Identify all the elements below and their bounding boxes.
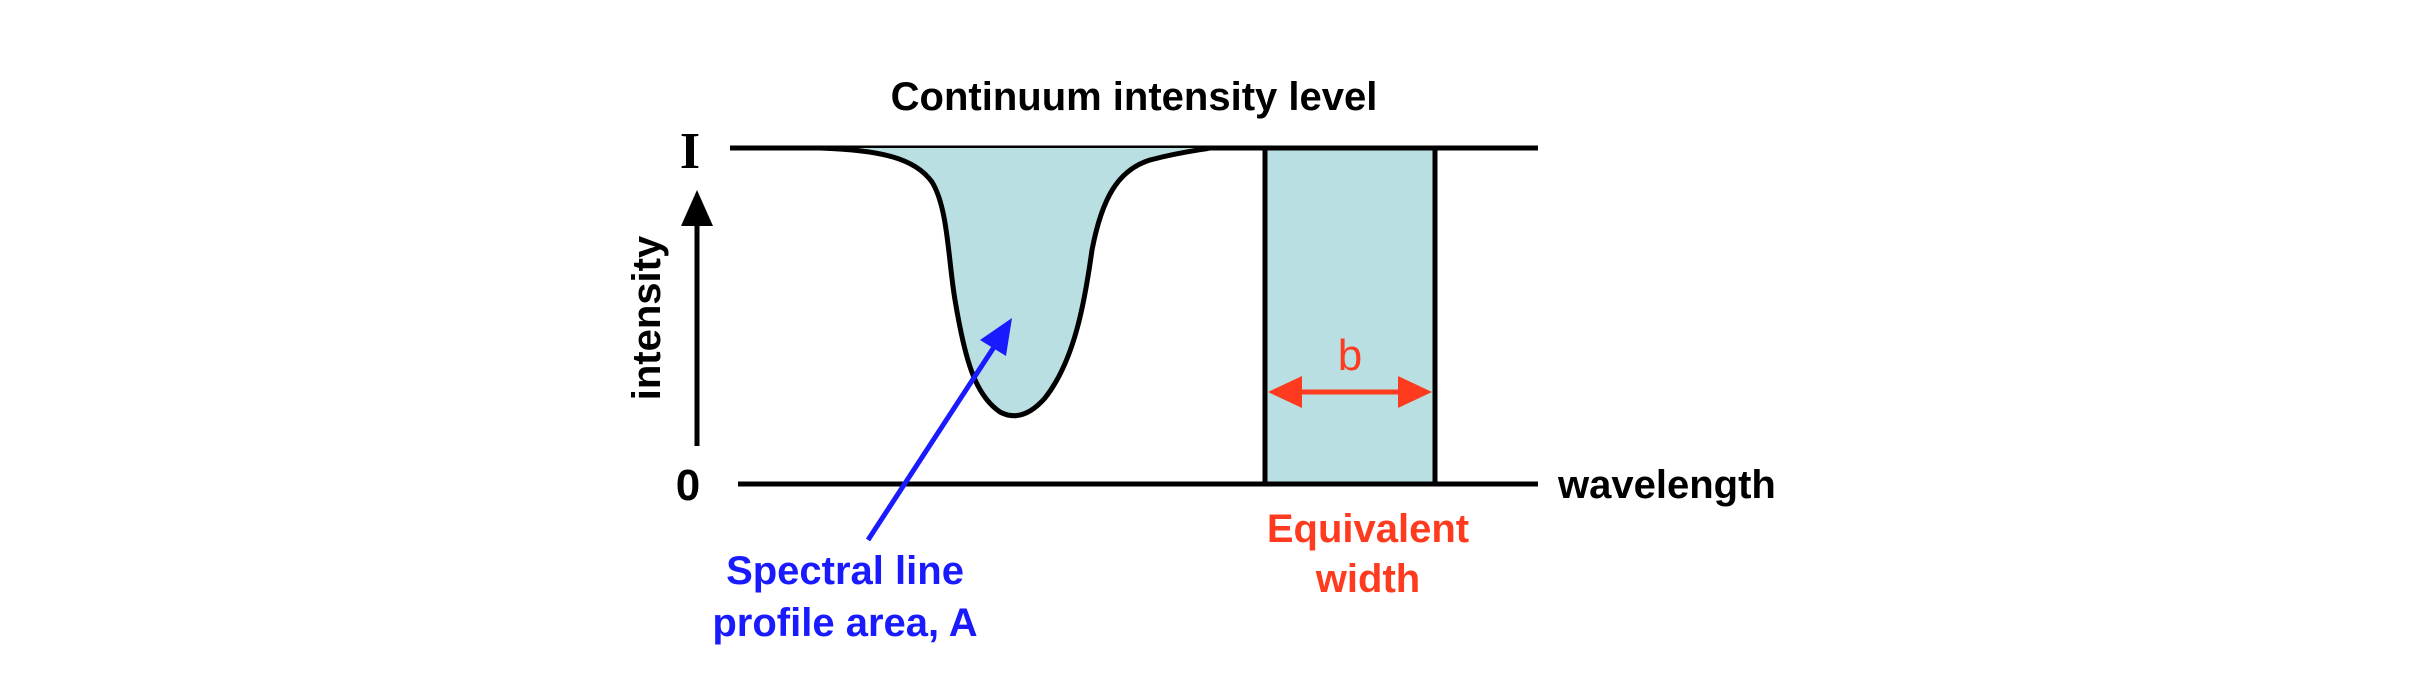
profile-area-label-line1: Spectral line [726,549,964,593]
spectral-line-profile-outline [819,145,1211,419]
equivalent-width-rectangle [1262,145,1438,487]
equivalent-width-label-line2: width [1315,557,1420,601]
intensity-arrow [681,190,713,446]
width-b-arrow [1268,376,1432,408]
spectral-line-profile [820,148,1210,416]
width-b-label: b [1338,331,1362,380]
intensity-max-label: I [680,123,700,180]
x-axis-label: wavelength [1557,463,1776,507]
profile-area-label-line2: profile area, A [712,601,977,645]
y-axis-label: intensity [625,235,669,400]
intensity-zero-label: 0 [676,461,700,510]
profile-area-pointer-arrow [865,318,1012,542]
diagram-title: Continuum intensity level [891,75,1378,119]
equivalent-width-label-line1: Equivalent [1267,507,1469,551]
